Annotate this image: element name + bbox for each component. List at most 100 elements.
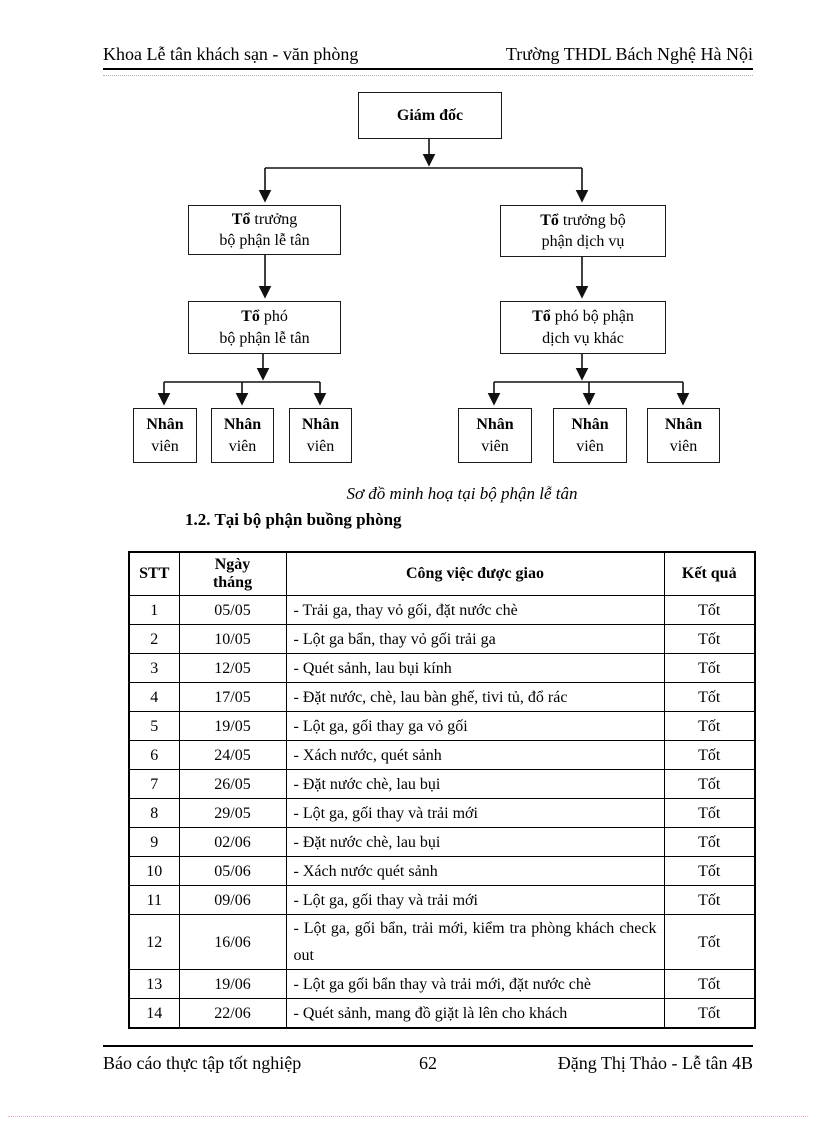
cell-date: 12/05	[178, 653, 287, 683]
cell-stt: 14	[128, 998, 180, 1029]
org-box-word: Tổ	[231, 210, 251, 228]
org-chart-connectors	[157, 137, 690, 406]
org-box-line: Nhân	[223, 416, 262, 434]
cell-date: 02/06	[178, 827, 287, 857]
org-box-staff: Nhân viên	[211, 408, 274, 463]
cell-date: 22/06	[178, 998, 287, 1029]
header-dotted-line	[103, 75, 753, 76]
cell-stt: 5	[128, 711, 180, 741]
col-header-result: Kết quả	[663, 551, 756, 596]
page-header: Khoa Lễ tân khách sạn - văn phòng Trường…	[103, 44, 753, 70]
org-box-line: viên	[481, 437, 509, 455]
cell-result: Tốt	[663, 798, 756, 828]
cell-task: - Xách nước quét sảnh	[285, 856, 665, 886]
cell-task: - Đặt nước chè, lau bụi	[285, 827, 665, 857]
org-box-word: trưởng	[254, 210, 298, 228]
cell-task: - Quét sảnh, mang đồ giặt là lên cho khá…	[285, 998, 665, 1029]
cell-result: Tốt	[663, 885, 756, 915]
cell-result: Tốt	[663, 653, 756, 683]
org-box-line: Tổ phó bộ phận	[532, 306, 634, 327]
org-box-line: viên	[306, 437, 335, 455]
page-footer: Báo cáo thực tập tốt nghiệp 62 Đặng Thị …	[103, 1045, 753, 1074]
cell-result: Tốt	[663, 595, 756, 625]
org-box-line: dịch vụ khác	[542, 329, 624, 347]
cell-result: Tốt	[663, 711, 756, 741]
cell-task: - Lột ga gối bẩn thay và trải mới, đặt n…	[285, 969, 665, 999]
footer-left-text: Báo cáo thực tập tốt nghiệp	[103, 1053, 302, 1073]
cell-date: 29/05	[178, 798, 287, 828]
table-header-row: STT Ngày tháng Công việc được giao Kết q…	[128, 551, 756, 596]
org-box-line: bộ phận lễ tân	[219, 232, 310, 249]
org-box-word: Tổ	[540, 211, 559, 229]
org-box-line: Nhân	[571, 416, 609, 434]
org-box-line: Nhân	[146, 416, 184, 434]
chart-caption: Sơ đồ minh hoạ tại bộ phận lễ tân	[346, 484, 578, 503]
org-box-word: trưởng bộ	[562, 211, 626, 229]
cell-stt: 12	[128, 914, 180, 970]
org-box-line: Nhân	[664, 416, 703, 434]
org-box-word: phó	[263, 308, 288, 326]
cell-stt: 1	[128, 595, 180, 625]
org-box-line: Tổ trưởng	[232, 209, 298, 230]
org-box-staff: Nhân viên	[289, 408, 352, 463]
cell-stt: 13	[128, 969, 180, 999]
cell-date: 10/05	[178, 624, 287, 654]
cell-result: Tốt	[663, 856, 756, 886]
cell-date: 17/05	[178, 682, 287, 712]
header-right-text: Trường THDL Bách Nghệ Hà Nội	[505, 44, 753, 64]
cell-task: - Đặt nước chè, lau bụi	[285, 769, 665, 799]
cell-result: Tốt	[663, 914, 756, 970]
cell-result: Tốt	[663, 827, 756, 857]
cell-result: Tốt	[663, 969, 756, 999]
cell-date: 19/06	[178, 969, 287, 999]
org-box-service-deputy: Tổ phó bộ phận dịch vụ khác	[500, 301, 666, 354]
cell-task: - Lột ga, gối thay và trải mới	[285, 798, 665, 828]
cell-stt: 7	[128, 769, 180, 799]
footer-right-text: Đặng Thị Thảo - Lễ tân 4B	[557, 1053, 753, 1073]
org-box-staff: Nhân viên	[553, 408, 627, 463]
org-box-line: Nhân	[301, 416, 340, 434]
cell-task: - Lột ga, gối thay và trải mới	[285, 885, 665, 915]
cell-task: - Quét sảnh, lau bụi kính	[285, 653, 665, 683]
org-box-line: viên	[228, 437, 257, 455]
footer-page-number: 62	[419, 1053, 437, 1073]
org-box-staff: Nhân viên	[647, 408, 720, 463]
cell-stt: 4	[128, 682, 180, 712]
cell-date: 09/06	[178, 885, 287, 915]
cell-date: 26/05	[178, 769, 287, 799]
header-left-text: Khoa Lễ tân khách sạn - văn phòng	[103, 44, 359, 64]
cell-task: - Lột ga, gối thay ga vỏ gối	[285, 711, 665, 741]
cell-result: Tốt	[663, 624, 756, 654]
org-box-line: bộ phận lễ tân	[219, 329, 310, 347]
org-box-word: Tổ	[241, 308, 260, 326]
cell-stt: 8	[128, 798, 180, 828]
cell-date: 24/05	[178, 740, 287, 770]
section-heading: 1.2. Tại bộ phận buồng phòng	[185, 510, 402, 529]
worklog-table: STT Ngày tháng Công việc được giao Kết q…	[128, 551, 756, 1029]
page-bottom-edge-line	[8, 1116, 808, 1117]
cell-stt: 10	[128, 856, 180, 886]
org-box-staff: Nhân viên	[458, 408, 532, 463]
org-box-director-label: Giám đốc	[396, 106, 464, 124]
org-box-word: Tổ	[532, 308, 551, 326]
cell-result: Tốt	[663, 682, 756, 712]
cell-stt: 11	[128, 885, 180, 915]
cell-result: Tốt	[663, 769, 756, 799]
org-box-staff: Nhân viên	[133, 408, 197, 463]
cell-result: Tốt	[663, 740, 756, 770]
cell-task: - Đặt nước, chè, lau bàn ghế, tivi tủ, đ…	[285, 682, 665, 712]
cell-date: 19/05	[178, 711, 287, 741]
org-box-reception-leader: Tổ trưởng bộ phận lễ tân	[188, 205, 341, 255]
